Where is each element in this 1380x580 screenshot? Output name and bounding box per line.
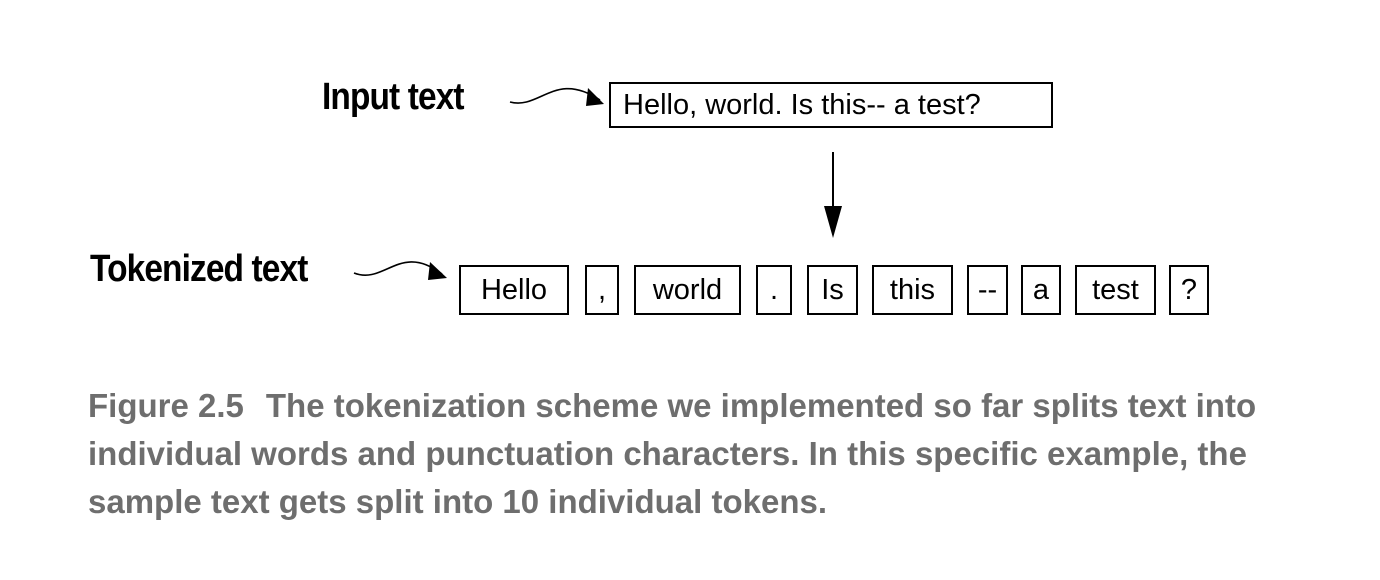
tokenized-pointer-arrow-icon	[353, 261, 443, 276]
down-arrowhead-icon	[824, 206, 842, 238]
caption-text: The tokenization scheme we implemented s…	[88, 387, 1257, 520]
token-box: world	[634, 265, 741, 315]
token-box: a	[1021, 265, 1061, 315]
input-text-label: Input text	[322, 76, 465, 118]
token-box: .	[756, 265, 792, 315]
tokenized-arrowhead-icon	[428, 262, 447, 280]
input-pointer-arrow-icon	[509, 87, 601, 104]
token-box: this	[872, 265, 953, 315]
token-box: ,	[585, 265, 619, 315]
token-box: test	[1075, 265, 1156, 315]
input-arrowhead-icon	[586, 88, 604, 106]
token-box: --	[967, 265, 1008, 315]
tokenized-text-label: Tokenized text	[90, 248, 308, 290]
token-box: ?	[1169, 265, 1209, 315]
token-box: Is	[807, 265, 858, 315]
figure-number: Figure 2.5	[88, 387, 244, 424]
input-text-box: Hello, world. Is this-- a test?	[609, 82, 1053, 128]
token-box: Hello	[459, 265, 569, 315]
